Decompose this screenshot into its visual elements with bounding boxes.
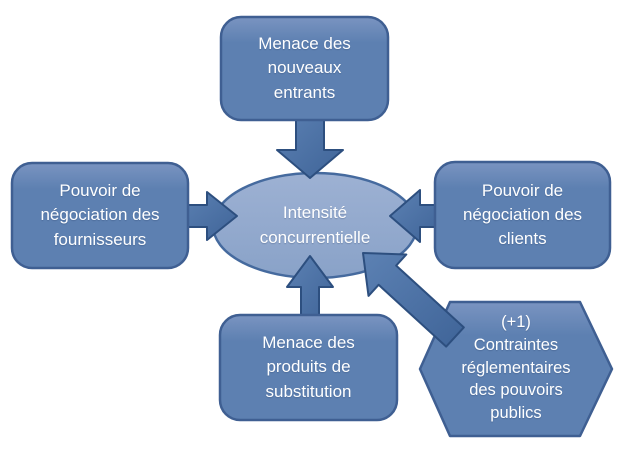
node-contraintes-reglementaires-shape xyxy=(418,300,614,438)
arrow-diagonal-from-pouvoirs-publics xyxy=(362,252,465,348)
node-clients-shape xyxy=(433,160,612,270)
node-nouveaux-entrants-shape xyxy=(219,15,390,122)
node-fournisseurs-shape xyxy=(10,161,190,270)
node-substitution-shape xyxy=(218,313,399,422)
